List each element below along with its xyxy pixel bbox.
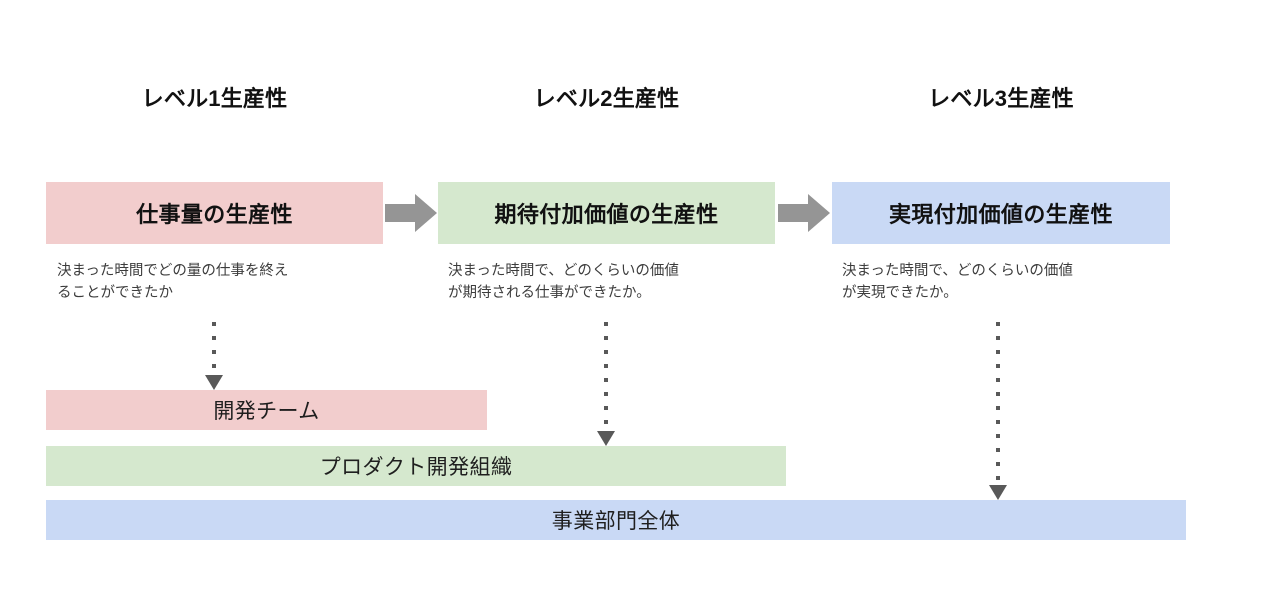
connector-level1-to-dev-team xyxy=(205,322,223,390)
scope-bar-business-unit: 事業部門全体 xyxy=(46,500,1186,540)
arrow-level2-to-level3 xyxy=(778,194,830,232)
level-box-level3: 実現付加価値の生産性 xyxy=(832,182,1170,244)
level-box-level2: 期待付加価値の生産性 xyxy=(438,182,775,244)
column-heading-level1: レベル1生産性 xyxy=(141,86,288,111)
level-box-level1: 仕事量の生産性 xyxy=(46,182,383,244)
column-heading-level2: レベル2生産性 xyxy=(533,86,680,111)
scope-bar-product-org: プロダクト開発組織 xyxy=(46,446,786,486)
connector-level3-to-business-unit xyxy=(989,322,1007,500)
column-heading-level3: レベル3生産性 xyxy=(928,86,1074,111)
level-description-level3: 決まった時間で、どのくらいの価値 が実現できたか。 xyxy=(842,263,1073,302)
scope-bar-dev-team: 開発チーム xyxy=(46,390,487,430)
level-description-level2: 決まった時間で、どのくらいの価値 が期待される仕事ができたか。 xyxy=(448,263,679,302)
connector-level2-to-product-org xyxy=(597,322,615,446)
arrow-level1-to-level2 xyxy=(385,194,437,232)
level-description-level1: 決まった時間でどの量の仕事を終え ることができたか xyxy=(57,263,289,302)
